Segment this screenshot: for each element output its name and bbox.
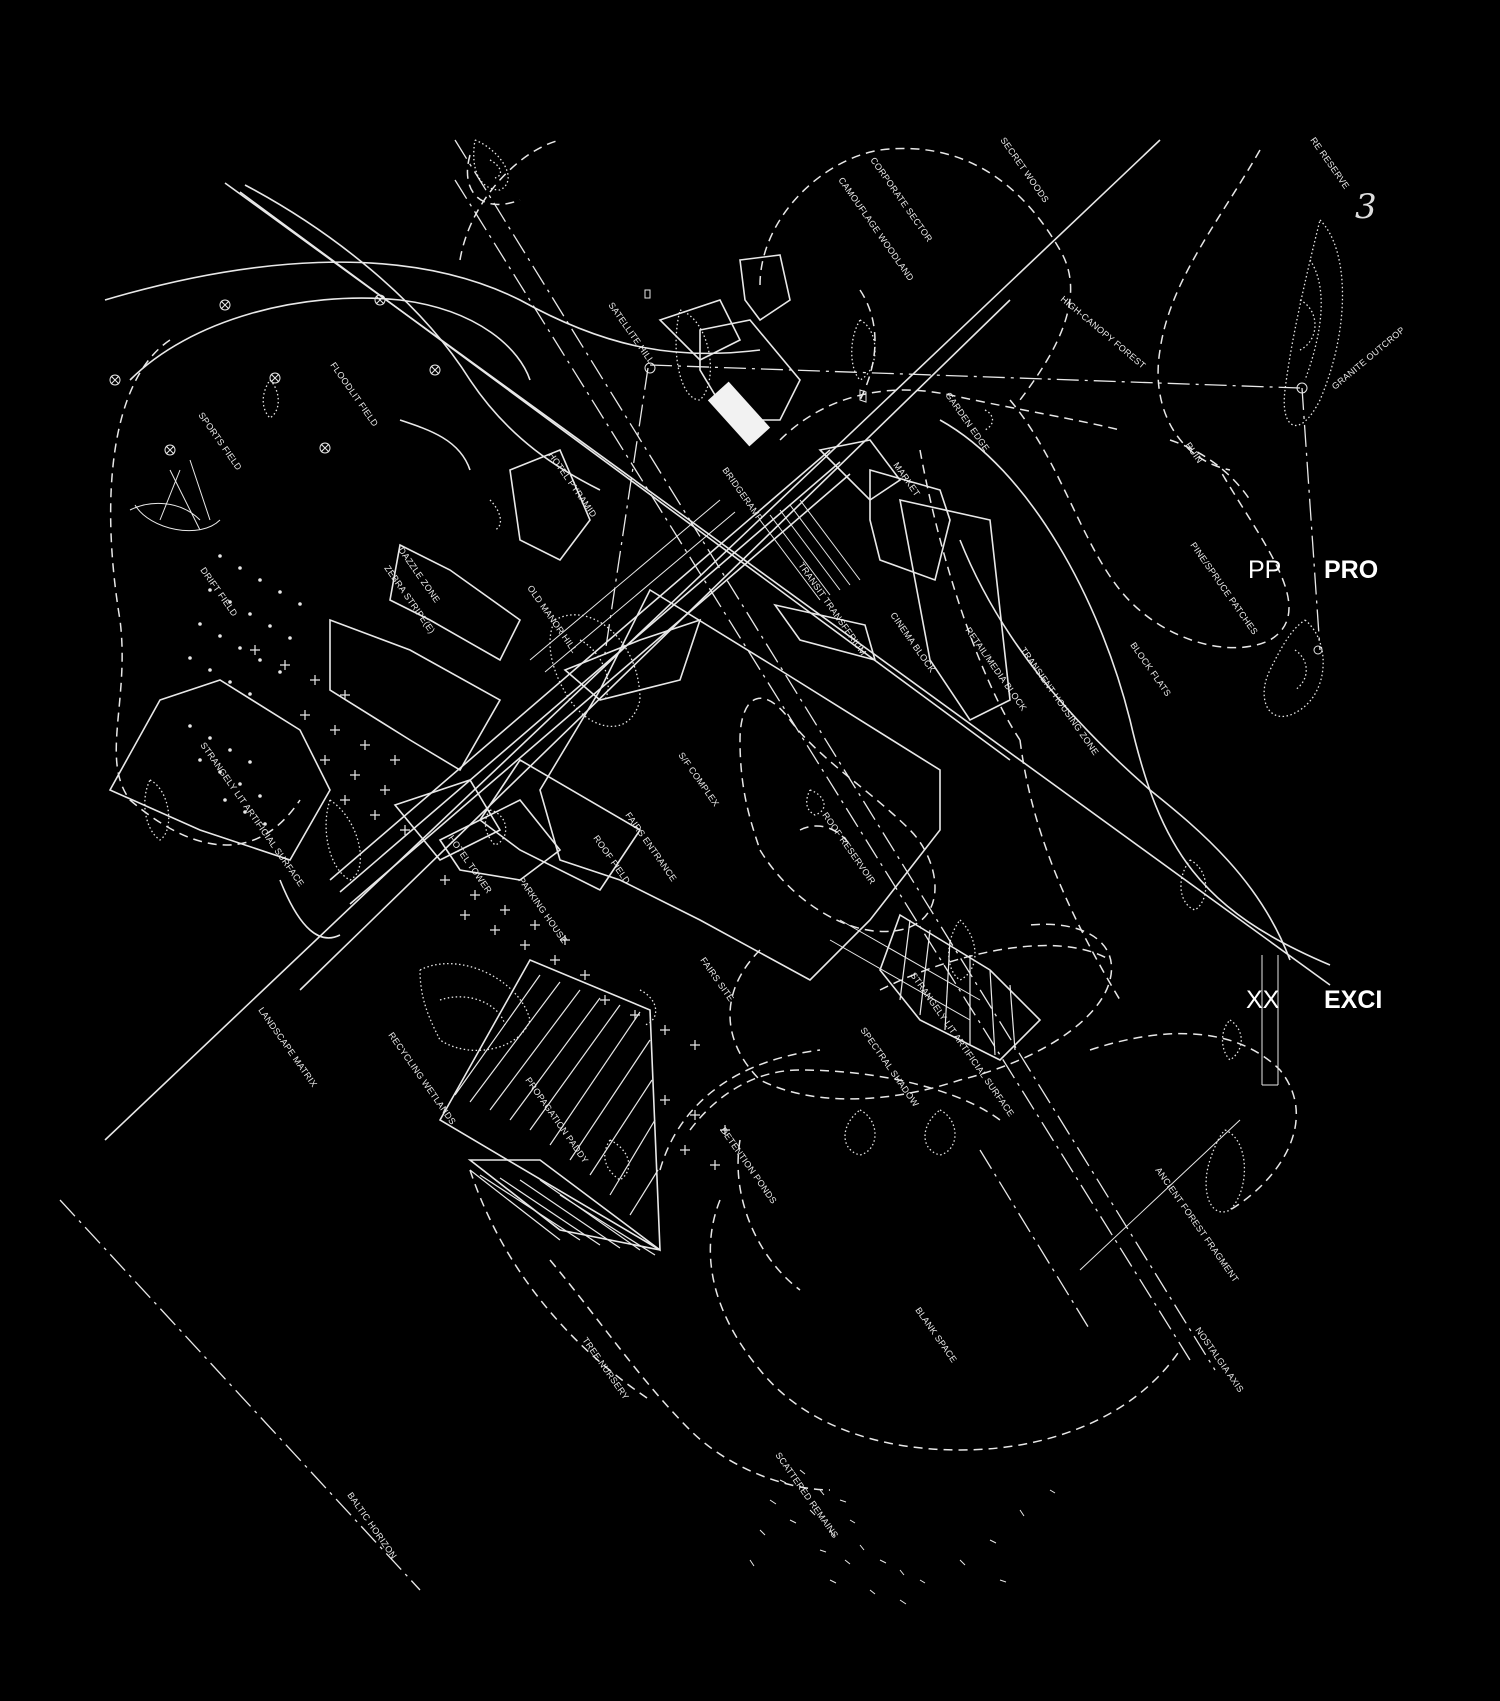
overlay-pro: PRO [1324, 556, 1378, 584]
sports-field-tracks [129, 459, 221, 532]
label-bridgeramp: BRIDGERAMP [720, 465, 765, 523]
label-tree-nursery: TREE NURSERY [580, 1335, 631, 1401]
label-landscape-matrix: LANDSCAPE MATRIX [256, 1005, 319, 1089]
label-ruin: RUIN [1183, 440, 1205, 465]
label-cinema-block: CINEMA BLOCK [888, 610, 937, 674]
overlay-xx: XX [1246, 986, 1280, 1014]
map-labels: SECRET WOODS RE RESERVE CORPORATE SECTOR… [196, 135, 1406, 1560]
cross-grid [250, 645, 730, 1170]
label-hotel-tower: HOTEL TOWER [446, 833, 494, 895]
label-fairs-site: FAIRS SITE [698, 955, 736, 1003]
label-floodlit-field: FLOODLIT FIELD [328, 360, 380, 428]
building-blocks [108, 254, 1011, 981]
label-high-canopy-forest: HIGH-CANOPY FOREST [1059, 294, 1148, 371]
transit-corridor [329, 381, 861, 905]
zone-boundaries [109, 139, 1298, 1491]
label-parking-house: PARKING HOUSE [516, 875, 569, 945]
label-blank-space: BLANK SPACE [913, 1305, 959, 1364]
label-granite-outcrop: GRANITE OUTCROP [1330, 325, 1407, 392]
label-baltic-horizon: BALTIC HORIZON [345, 1490, 399, 1560]
label-drift-field: DRIFT FIELD [198, 565, 239, 618]
label-transit-transferium: TRANSIT TRANSFERIUM [796, 560, 868, 657]
label-spectral-shadow: SPECTRAL SHADOW [858, 1025, 921, 1108]
label-scattered-remains: SCATTERED REMAINS [773, 1450, 840, 1540]
label-market: MARKET [891, 460, 922, 498]
roads [104, 184, 1331, 966]
label-transient-housing-zone: TRANSIENT HOUSING ZONE [1018, 645, 1100, 757]
label-ancient-forest-fragment: ANCIENT FOREST FRAGMENT [1153, 1165, 1241, 1284]
label-detention-ponds: DETENTION PONDS [718, 1125, 778, 1205]
label-propagation-paddy: PROPAGATION PADDY [523, 1075, 590, 1165]
bridgeramp-block [707, 381, 771, 447]
overlay-labels: PP PRO XX EXCI 3 [1246, 187, 1382, 1014]
label-block-flats: BLOCK FLATS [1128, 640, 1173, 698]
overlay-exci: EXCI [1324, 986, 1382, 1014]
topo-clusters [144, 139, 1344, 1213]
overlay-pp: PP [1248, 556, 1281, 584]
label-strangely-lit-2: STRANGELY LIT ARTIFICIAL SURFACE [908, 970, 1016, 1118]
label-old-manor-hill: OLD MANOR HILL [525, 583, 579, 654]
hatch-fields [438, 913, 1042, 1256]
floodlight-markers [109, 294, 1323, 655]
handwritten-number: 3 [1355, 187, 1377, 227]
label-camouflage-woodland: CAMOUFLAGE WOODLAND [836, 175, 916, 283]
label-sports-field: SPORTS FIELD [196, 410, 244, 472]
label-nostalgia-axis: NOSTALGIA AXIS [1193, 1325, 1245, 1394]
dot-grid [188, 554, 302, 826]
label-spruce-patches: PINE/SPRUCE PATCHES [1188, 540, 1260, 636]
label-nature-reserve: RE RESERVE [1308, 135, 1351, 191]
scattered-remains-marks [749, 1469, 1056, 1605]
label-roof-reservoir: ROOF RESERVOIR [820, 810, 877, 886]
label-retail-media-block: RETAIL/MEDIA BLOCK [963, 625, 1028, 712]
label-garden-edge: GARDEN EDGE [943, 390, 991, 453]
label-satellite-hill: SATELLITE HILL [606, 300, 656, 365]
label-sf-complex: S/F COMPLEX [676, 750, 721, 808]
label-secret-woods: SECRET WOODS [998, 135, 1051, 204]
label-recycling-wetlands: RECYCLING WETLANDS [386, 1030, 458, 1126]
label-fairs-entrance: FAIRS ENTRANCE [623, 810, 678, 883]
